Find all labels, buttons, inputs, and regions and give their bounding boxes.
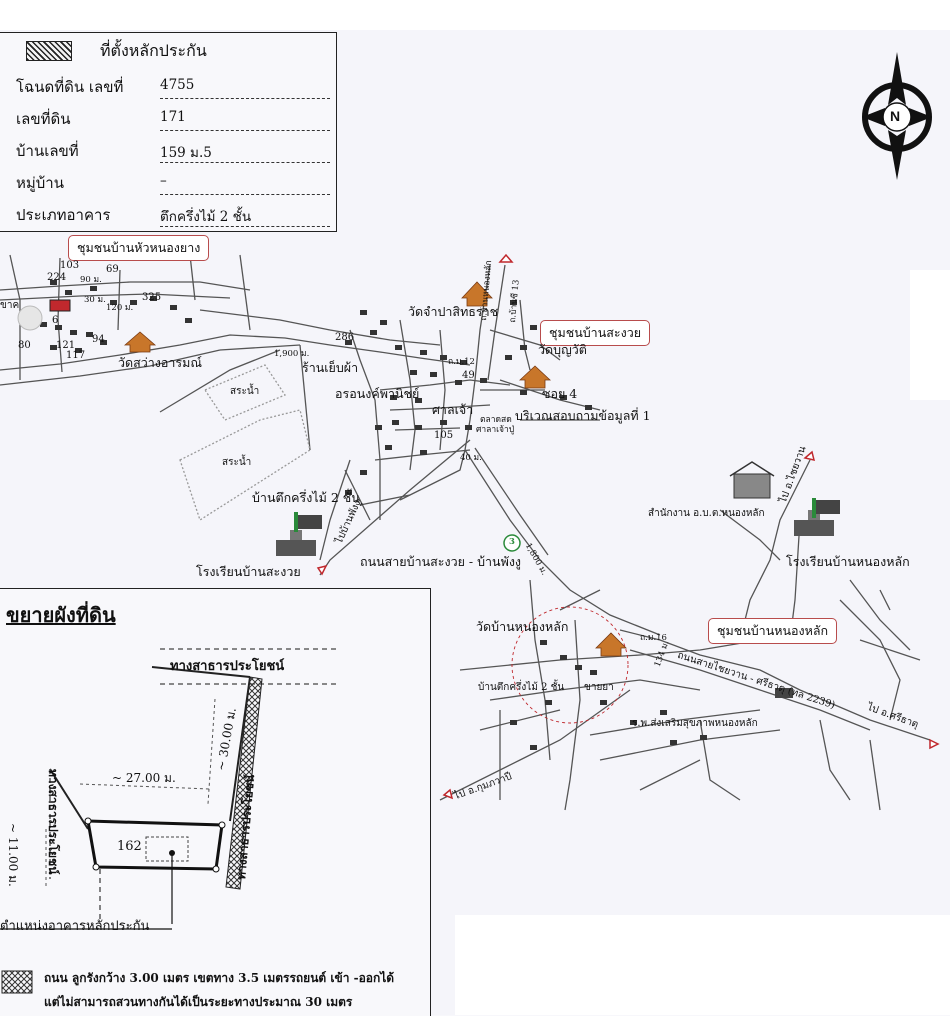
info-row-label: โฉนดที่ดิน เลขที่ — [16, 78, 124, 96]
temple-sa-ngwai-label: วัดบุญวัติ — [538, 342, 587, 357]
info-row-building-type: ประเภทอาคาร ตึกครึ่งไม้ 2 ชั้น — [0, 197, 336, 229]
hospital-icon — [775, 688, 793, 698]
community-nong-lak: ชุมชนบ้านหนองหลัก — [708, 618, 838, 644]
moo12-label: ถ.ม.12 — [448, 357, 475, 367]
temple-sawang-arom-label: วัดสว่างอารมณ์ — [118, 355, 202, 370]
house-number: 325 — [142, 292, 162, 303]
house-number: 80 — [18, 340, 31, 351]
house-number: ขาค — [0, 300, 20, 311]
collateral-hatch-swatch — [26, 41, 72, 61]
distance-label: 90 ม. — [80, 275, 102, 285]
dimension-left: ~ 11.00 ม. — [6, 823, 20, 887]
info-row-value: 4755 — [160, 77, 195, 93]
compass-icon — [862, 52, 932, 180]
community-sa-ngwai: ชุมชนบ้านสะงวย — [540, 320, 651, 346]
moo16-label: ถ.ม.16 — [640, 633, 667, 643]
school-nong-lak-label: โรงเรียนบ้านหนองหลัก — [786, 554, 910, 569]
route-number: 3 — [509, 537, 515, 547]
building-markers — [40, 280, 707, 750]
info-row-value: – — [160, 173, 167, 189]
pond-label-2: สระน้ำ — [222, 457, 252, 468]
hospital-label: ร.พ.ส่งเสริมสุขภาพหนองหลัก — [632, 718, 758, 729]
temple-champasitharat-label: วัดจำปาสิทธราช — [408, 304, 499, 319]
location-pin — [17, 305, 43, 331]
compass-letter: N — [890, 108, 901, 124]
info-row-label: หมู่บ้าน — [16, 174, 64, 192]
distance-label: 1,900 ม. — [274, 349, 310, 359]
temple-nong-lak-label: วัดบ้านหนองหลัก — [476, 619, 569, 634]
nong-lak-area-circle — [511, 606, 629, 724]
shop-label: ร้านเย็บผ้า — [302, 360, 359, 375]
road-top-label: ทางสาธารประโยชน์ — [170, 659, 285, 674]
roads — [0, 254, 931, 811]
right-margin-patch — [910, 270, 950, 400]
collateral-info-box: ที่ตั้งหลักประกัน โฉนดที่ดิน เลขที่ 4755… — [0, 32, 337, 232]
parcel-number: 162 — [117, 839, 142, 854]
house-number: 94 — [92, 334, 105, 345]
orn-shop-label: อรอนงค์พานิชย์ — [335, 386, 420, 401]
top-margin — [0, 0, 950, 30]
info-row-value: 159 ม.5 — [160, 145, 212, 161]
house-number: 105 — [434, 430, 454, 441]
info-row-village: หมู่บ้าน – — [0, 165, 336, 197]
distance-label: 120 ม. — [106, 303, 134, 313]
house-number: 286 — [335, 332, 355, 343]
parcel-plan — [0, 648, 340, 994]
legend-line-2: แต่ไม่สามารถสวนทางกันได้เป็นระยะทางประมา… — [44, 995, 353, 1009]
route-number-circle — [503, 534, 521, 552]
office-icon — [729, 461, 775, 499]
info-row-deed: โฉนดที่ดิน เลขที่ 4755 — [0, 69, 336, 101]
house-number: 69 — [106, 264, 119, 275]
land-detail-box: ขยายผังที่ดิน ทางสาธารปร — [0, 588, 431, 1016]
school-sa-ngwai-label: โรงเรียนบ้านสะงวย — [196, 564, 301, 579]
legend-line-1: ถนน ลูกรังกว้าง 3.00 เมตร เขตทาง 3.5 เมต… — [44, 971, 395, 985]
market-label: ตลาดสด — [480, 415, 512, 425]
house-nong-lak-label: บ้านตึกครึ่งไม้ 2 ชั้น — [478, 682, 565, 693]
subject-location-marker — [49, 299, 71, 312]
house-number: 224 — [47, 272, 67, 283]
info-row-value: 171 — [160, 109, 186, 125]
info-row-value: ตึกครึ่งไม้ 2 ชั้น — [160, 209, 252, 225]
soi4-label: ซอย 4 — [542, 386, 578, 401]
survey-area-label: บริเวณสอบถามข้อมูลที่ 1 — [515, 408, 651, 423]
temple-icons — [123, 281, 627, 657]
pharmacy-label: ขายยา — [584, 682, 614, 693]
bottom-right-patch — [455, 915, 950, 1015]
road-sa-ngwai-label: ถนนสายบ้านสะงวย - บ้านพังงู — [360, 554, 522, 569]
obt-office-label: สำนักงาน อ.บ.ต.หนองหลัก — [648, 508, 765, 519]
school-icons — [276, 498, 840, 556]
direction-arrows — [316, 253, 940, 800]
info-row-label: เลขที่ดิน — [16, 110, 71, 128]
house-number: 103 — [60, 260, 80, 271]
info-row-label: ประเภทอาคาร — [16, 206, 111, 224]
house-2fl-label: บ้านตึกครึ่งไม้ 2 ชั้น — [252, 490, 360, 505]
road-left-label: ทางสาธารประโยชน์ — [46, 769, 60, 875]
dimension-width: ~ 27.00 ม. — [112, 771, 176, 785]
house-number: 6 — [52, 315, 59, 326]
distance-label: 40 ม. — [460, 453, 482, 463]
sala-label: ศาลเจ้า — [432, 402, 474, 417]
taling-label: ศาลาเจ้าปู่ — [476, 425, 515, 435]
info-row-land-no: เลขที่ดิน 171 — [0, 101, 336, 133]
house-number: 121 — [56, 340, 76, 351]
house-number: 117 — [66, 350, 86, 361]
detail-title: ขยายผังที่ดิน — [6, 603, 116, 627]
info-box-title: ที่ตั้งหลักประกัน — [100, 41, 207, 60]
house-number: 49 — [462, 370, 475, 381]
info-row-label: บ้านเลขที่ — [16, 142, 79, 160]
building-location-label: ตำแหน่งอาคารหลักประกัน — [0, 919, 150, 934]
info-row-house-no: บ้านเลขที่ 159 ม.5 — [0, 133, 336, 165]
community-hua-nong-yang: ชุมชนบ้านหัวหนองยาง — [68, 235, 210, 261]
pond-label-1: สระน้ำ — [230, 386, 260, 397]
distance-label: 30 ม. — [84, 295, 106, 305]
